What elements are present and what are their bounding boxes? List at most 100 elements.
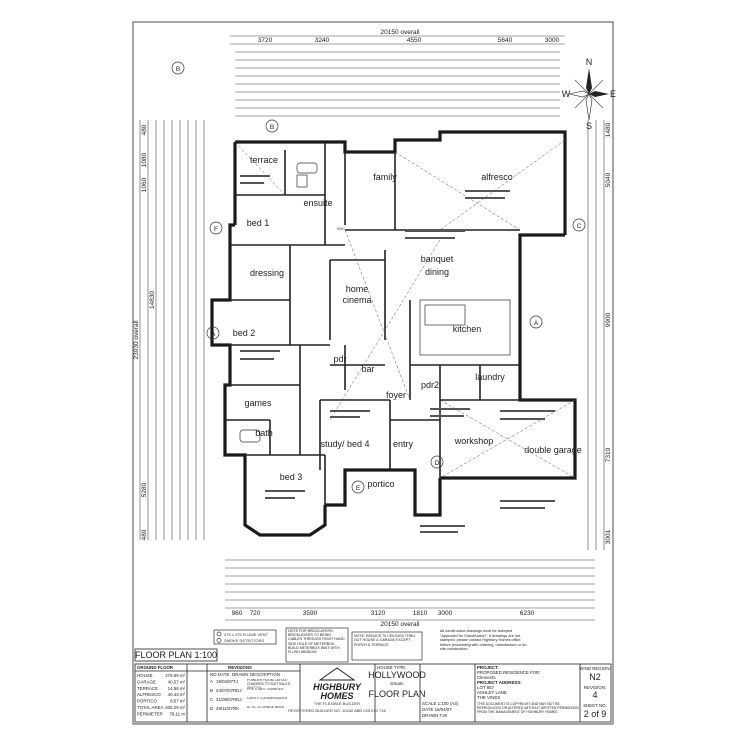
marker-d: D (435, 460, 440, 467)
house-type: HOLLYWOOD (368, 670, 426, 680)
room-portico: portico (367, 479, 394, 489)
right-dim-3: 9900 (605, 312, 612, 327)
room-workshop: workshop (454, 436, 494, 446)
right-dim-1: 1480 (605, 122, 612, 137)
room-pdr: pdr (333, 354, 346, 364)
left-dim-stack (139, 120, 205, 540)
marker-f: F (214, 226, 218, 233)
revision-cell: 19/04/07 (216, 679, 234, 684)
plan-title: FLOOR PLAN 1:100 (135, 650, 217, 660)
room-bed2: bed 2 (233, 328, 256, 338)
note-ceiling: NOTE: REDUCE 75 CEILINGS THRU OUT HOUSE … (354, 634, 415, 647)
area-name: ALFRESCO (137, 692, 161, 697)
top-dim-5: 3000 (545, 37, 560, 44)
section-markers: B F C A A D E (206, 119, 586, 494)
revision-cell: TJ (233, 679, 238, 684)
revision-cell: 28/11/07 (216, 706, 233, 711)
address-label: PROJECT ADDRESS: (477, 680, 522, 685)
revision-cell: RK (233, 706, 239, 711)
ground-floor-label: GROUND FLOOR (137, 665, 174, 670)
right-dim-stack (587, 120, 605, 550)
room-garage: double garage (524, 445, 582, 455)
area-value: 40.43 m² (168, 692, 186, 697)
bottom-dim-5: 1810 (413, 610, 428, 617)
room-entry: entry (393, 439, 414, 449)
revision: 4 (592, 690, 597, 700)
bottom-dim-1: 960 (232, 610, 243, 617)
logo-tagline: THE FLEXIBLE BUILDER (314, 701, 360, 706)
scale: SCALE 1:100 (A3) (422, 701, 459, 706)
top-dim-2: 3240 (315, 37, 330, 44)
area-value: 14.56 m² (168, 686, 186, 691)
bath-icon (239, 429, 261, 443)
left-dim-5: 480 (141, 529, 148, 540)
revision-cell: C (210, 697, 213, 702)
roof-lines (234, 139, 576, 479)
room-pdr2: pdr2 (421, 380, 439, 390)
left-dim-4: 5280 (141, 482, 148, 497)
marker-b: B (176, 66, 180, 73)
house-type-label: HOUSE TYPE: (377, 665, 406, 670)
room-dressing: dressing (250, 268, 284, 278)
room-family: family (373, 172, 397, 182)
right-dim-2: 5040 (605, 172, 612, 187)
compass-n: N (586, 57, 593, 67)
revision-label: REVISION: (584, 685, 606, 690)
compass-e: E (610, 89, 616, 99)
bottom-dim-3: 3590 (303, 610, 318, 617)
rev-col-desc: DESCRIPTION (250, 672, 280, 677)
top-dim-stack (235, 51, 560, 117)
north-arrow-icon: N S W E (562, 57, 616, 131)
building-walls (210, 130, 577, 537)
bottom-dim-4: 3120 (371, 610, 386, 617)
revision-description: PRE START CHANGES (247, 688, 284, 691)
logo-homes: HOMES (320, 691, 353, 701)
room-bath: bath (255, 428, 273, 438)
room-dining: dining (425, 267, 449, 277)
bottom-overall-dim: 20150 overall (380, 621, 420, 628)
room-kitchen: kitchen (453, 324, 482, 334)
bath-tub-icon (296, 162, 318, 174)
left-overall-dim: 23030 overall (133, 320, 140, 360)
room-study: study/ bed 4 (320, 439, 369, 449)
suburb: THE VINES (477, 695, 500, 700)
revision-cell: D (210, 706, 213, 711)
street: ASHLEY LANE (477, 690, 507, 695)
company-registration: REGISTERED BUILDER NO. 10432 ABN 025 670… (288, 708, 386, 713)
revision-description: CAVITY COLUMN ADDED (247, 697, 288, 700)
top-overall-dim: 20150 overall (380, 29, 420, 36)
revision-cell: 21/08/07 (216, 697, 234, 702)
revision-description: POWDER ROOM LAYOUT CHANGED TO SUIT SALES… (247, 679, 290, 688)
project: PROPOSED RESIDENCE FOR: (477, 670, 540, 675)
area-name: PORTICO (137, 699, 158, 704)
left-dim-3: 1060 (141, 177, 148, 192)
marker-c: C (577, 223, 582, 230)
room-games: games (244, 398, 272, 408)
room-bar: bar (361, 364, 374, 374)
highbury-homes-logo: HIGHBURY HOMES THE FLEXIBLE BUILDER (313, 667, 362, 706)
note-ceiling-box (351, 631, 423, 661)
bottom-dim-7: 6230 (520, 610, 535, 617)
area-name: GARAGE (137, 679, 156, 684)
right-dim-4: 7310 (605, 447, 612, 462)
note-bricklayers: NOTE FOR BRICKLAYERS: BRICKLAYERS TO BRI… (288, 629, 345, 655)
bottom-dim-6: 3000 (438, 610, 453, 617)
revision-cell: RDJ (233, 697, 242, 702)
rev-col-drawn: DRAWN (232, 672, 248, 677)
area-value: 405.29 m² (165, 705, 185, 710)
copyright: THIS DOCUMENT IS COPYRIGHT AND MAY NOT B… (477, 702, 579, 714)
left-dim-2: 1080 (141, 152, 148, 167)
sheet: 2 of 9 (584, 709, 607, 719)
sheet-label: SHEET NO: (583, 703, 607, 708)
note-approval: All construction drawings must be stampe… (440, 629, 528, 652)
bottom-dim-2: 720 (250, 610, 261, 617)
title-block (134, 663, 612, 723)
right-dim-5: 3001 (605, 529, 612, 544)
room-wic: WIC (337, 226, 345, 231)
vent-icon (216, 631, 222, 637)
marker-a-right: A (534, 320, 539, 327)
wind-label: WIND REGION: (579, 666, 610, 671)
bottom-dim-stack (225, 559, 595, 609)
revision-cell: B (210, 688, 213, 693)
